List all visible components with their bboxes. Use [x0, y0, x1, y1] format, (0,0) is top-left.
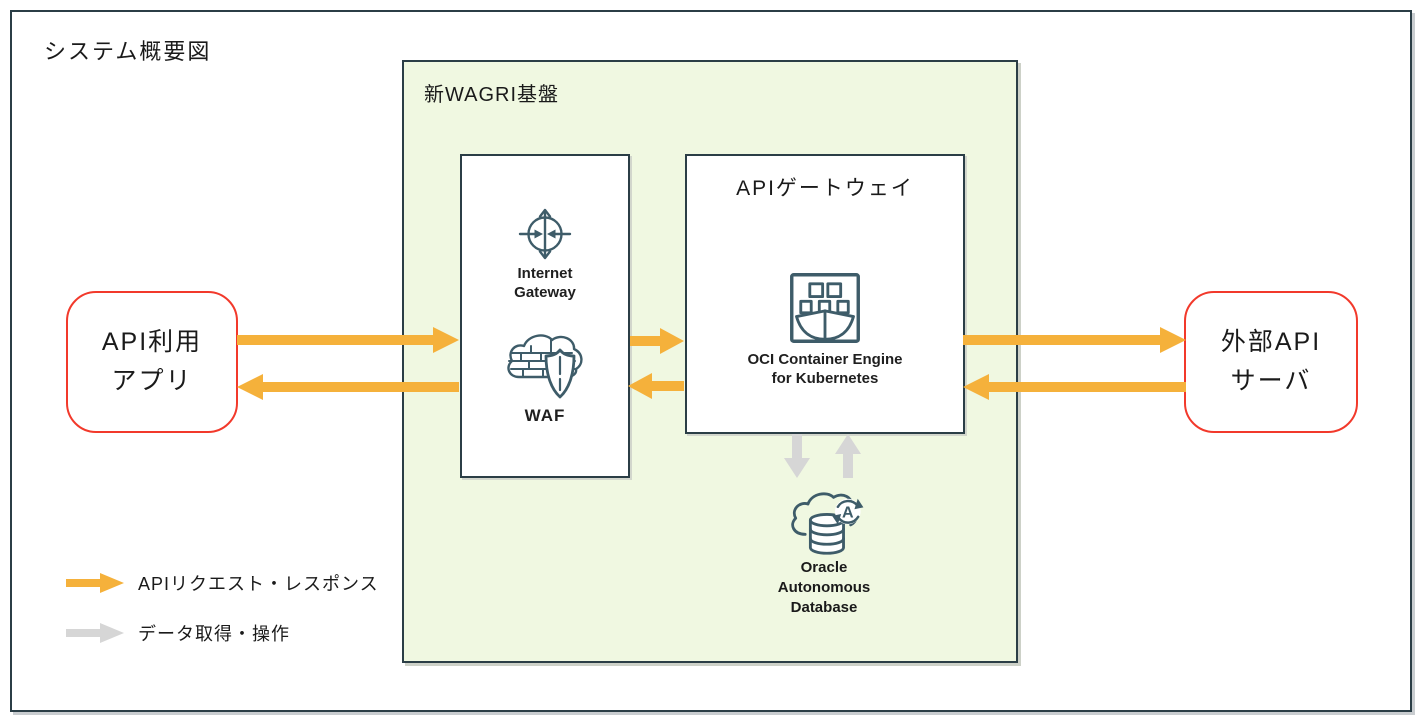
legend: APIリクエスト・レスポンス データ取得・操作	[66, 566, 379, 666]
api-client-app-node: API利用 アプリ	[66, 291, 238, 433]
svg-text:A: A	[842, 503, 854, 521]
api-gateway-box: APIゲートウェイ OCI Container Engine for Kuber…	[685, 154, 965, 434]
legend-item-api-flow: APIリクエスト・レスポンス	[66, 566, 379, 600]
waf-icon	[507, 334, 583, 399]
internet-gateway-label: Internet Gateway	[514, 265, 576, 301]
orange-arrow-icon	[66, 573, 124, 593]
legend-item-data-flow: データ取得・操作	[66, 616, 379, 650]
autonomous-database-icon: A	[791, 492, 864, 555]
gray-arrow-icon	[66, 623, 124, 643]
security-box: Internet Gateway WAF	[460, 154, 630, 478]
platform-label: 新WAGRI基盤	[424, 84, 560, 106]
wagri-platform-box: 新WAGRI基盤 Internet Gateway	[402, 60, 1018, 663]
page-title: システム概要図	[44, 39, 212, 64]
autonomous-database-label: Oracle Autonomous Database	[777, 559, 871, 616]
api-gateway-title: APIゲートウェイ	[736, 177, 914, 200]
container-engine-kubernetes-icon	[790, 273, 860, 343]
external-api-server-node: 外部API サーバ	[1184, 291, 1358, 433]
waf-label: WAF	[524, 406, 566, 425]
oke-label: OCI Container Engine for Kubernetes	[747, 351, 903, 387]
internet-gateway-icon	[518, 208, 572, 260]
